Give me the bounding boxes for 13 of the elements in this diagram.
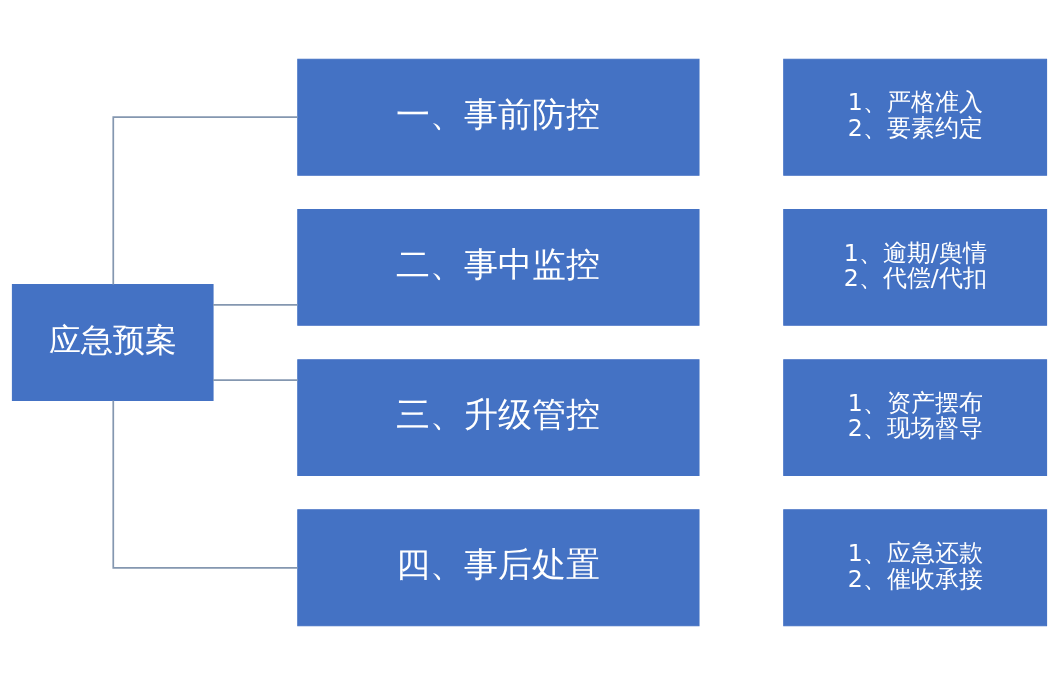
node-box: 应急预案 <box>11 283 214 401</box>
node-box: 1、逾期/舆情 2、代偿/代扣 <box>783 208 1048 326</box>
node-box: 1、应急还款 2、催收承接 <box>783 508 1048 626</box>
node-box: 一、事前防控 <box>297 58 700 176</box>
node-box: 二、事中监控 <box>297 208 700 326</box>
node-box: 1、严格准入 2、要素约定 <box>783 58 1048 176</box>
node-box: 四、事后处置 <box>297 508 700 626</box>
connector <box>212 303 299 306</box>
node-box: 1、资产摆布 2、现场督导 <box>783 358 1048 476</box>
node-box: 三、升级管控 <box>297 358 700 476</box>
connector <box>112 399 299 569</box>
connector <box>112 115 299 285</box>
connector <box>212 378 299 381</box>
